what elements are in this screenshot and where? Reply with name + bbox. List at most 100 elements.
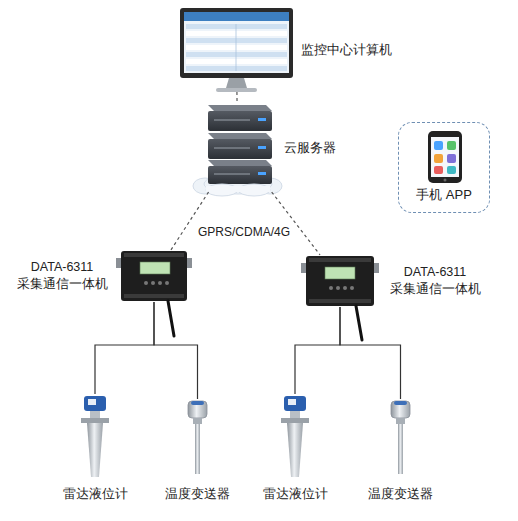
device-icon-part bbox=[356, 306, 362, 340]
server-icon-part bbox=[206, 186, 270, 192]
monitor-icon-part bbox=[186, 31, 287, 36]
server-node: 云服务器 bbox=[199, 103, 276, 192]
temperature-transmitter-icon-part bbox=[193, 418, 202, 424]
server-icon-part bbox=[208, 105, 272, 111]
temperature-transmitter-icon-part bbox=[188, 401, 207, 418]
temperature-transmitter-icon-part bbox=[396, 418, 405, 424]
node-label: 温度变送器 bbox=[368, 486, 433, 503]
phone-icon-part bbox=[428, 131, 462, 183]
monitor-icon-part bbox=[186, 45, 287, 50]
node-label: 云服务器 bbox=[284, 139, 336, 157]
sensor-node: 雷达液位计 bbox=[280, 394, 310, 478]
server-icon-part bbox=[208, 133, 272, 139]
sensor-node: 雷达液位计 bbox=[80, 394, 110, 478]
radar-gauge-icon-part bbox=[284, 396, 306, 411]
network-label: GPRS/CDMA/4G bbox=[196, 225, 292, 239]
server-icon bbox=[193, 105, 282, 196]
monitor-icon-part bbox=[186, 59, 287, 64]
device-icon-part bbox=[144, 281, 148, 285]
radar-gauge-icon-part bbox=[290, 411, 300, 418]
server-icon-part bbox=[214, 173, 250, 175]
node-label: 监控中心计算机 bbox=[301, 41, 392, 59]
server-icon-part bbox=[258, 172, 266, 175]
radar-gauge-icon-part bbox=[287, 423, 303, 477]
monitor-icon-part bbox=[236, 24, 237, 71]
network-link bbox=[236, 92, 237, 103]
phone-icon-part bbox=[431, 137, 459, 177]
network-link bbox=[272, 192, 320, 255]
device-icon-part bbox=[121, 251, 187, 301]
monitor-icon-part bbox=[186, 66, 287, 71]
temperature-transmitter-icon-part bbox=[398, 424, 403, 474]
temperature-transmitter-icon-part bbox=[391, 401, 410, 418]
node-label: 手机 APP bbox=[399, 186, 489, 204]
device-icon-part bbox=[350, 286, 354, 290]
device-icon-part bbox=[124, 294, 184, 298]
server-icon-part bbox=[208, 160, 272, 166]
wire-line bbox=[95, 302, 154, 394]
node-label: 温度变送器 bbox=[165, 486, 230, 503]
phone-icon-part bbox=[447, 166, 456, 174]
radar-gauge-icon bbox=[81, 396, 109, 477]
device-icon-part bbox=[165, 281, 169, 285]
radar-gauge-icon-part bbox=[87, 423, 103, 477]
temperature-transmitter-icon-part bbox=[195, 424, 200, 474]
server-icon-part bbox=[208, 111, 272, 131]
wire-line bbox=[295, 307, 340, 394]
radar-gauge-icon bbox=[281, 396, 309, 477]
monitor-icon-part bbox=[216, 88, 257, 92]
temperature-transmitter-icon bbox=[391, 401, 410, 474]
radar-gauge-icon-part bbox=[81, 418, 109, 423]
node-label: 雷达液位计 bbox=[63, 486, 128, 503]
monitor-icon-part bbox=[226, 78, 247, 88]
server-icon-part bbox=[208, 166, 272, 184]
server-icon-part bbox=[214, 119, 250, 121]
device-icon-part bbox=[306, 256, 374, 306]
device-icon-part bbox=[336, 286, 340, 290]
device-node: DATA-6311 采集通信一体机 bbox=[120, 250, 188, 302]
device-icon-part bbox=[140, 262, 170, 274]
device-icon-part bbox=[151, 281, 155, 285]
device-icon-part bbox=[309, 299, 371, 303]
network-link bbox=[171, 192, 209, 250]
temperature-transmitter-icon-part bbox=[191, 401, 204, 405]
wire-line bbox=[154, 302, 198, 399]
radar-gauge-icon-part bbox=[90, 411, 100, 418]
node-label: 雷达液位计 bbox=[263, 486, 328, 503]
node-label: DATA-6311 采集通信一体机 bbox=[389, 264, 481, 298]
monitor-icon-part bbox=[184, 12, 289, 73]
sensor-node: 温度变送器 bbox=[185, 399, 210, 475]
node-label: DATA-6311 采集通信一体机 bbox=[16, 259, 108, 293]
radar-gauge-icon-part bbox=[88, 399, 96, 405]
phone-icon-part bbox=[434, 166, 443, 174]
device-icon-part bbox=[329, 286, 333, 290]
phone-icon-part bbox=[444, 179, 447, 182]
device-icon-part bbox=[325, 267, 355, 279]
radar-gauge-icon-part bbox=[281, 418, 309, 423]
app-box: 手机 APP bbox=[398, 122, 490, 213]
monitor-icon-part bbox=[186, 38, 287, 43]
phone-icon-part bbox=[447, 154, 456, 163]
phone-icon-part bbox=[434, 141, 443, 150]
computer-node: 监控中心计算机 bbox=[180, 8, 293, 92]
radar-gauge-icon-part bbox=[84, 396, 106, 411]
sensor-node: 温度变送器 bbox=[388, 399, 413, 475]
device-icon-part bbox=[168, 301, 174, 336]
monitor-icon-part bbox=[186, 52, 287, 57]
radar-gauge-icon-part bbox=[288, 399, 296, 405]
device-icon-part bbox=[309, 258, 371, 262]
phone-icon bbox=[428, 131, 462, 183]
device-icon-part bbox=[158, 281, 162, 285]
monitor-icon-part bbox=[184, 12, 289, 21]
server-icon-part bbox=[258, 146, 266, 149]
wire-line bbox=[340, 307, 401, 399]
phone-icon-part bbox=[447, 141, 456, 150]
server-icon-part bbox=[208, 139, 272, 159]
server-icon-part bbox=[258, 118, 266, 121]
monitor-icon-part bbox=[180, 8, 293, 78]
temperature-transmitter-icon-part bbox=[394, 401, 407, 405]
server-icon-part bbox=[214, 147, 250, 149]
monitor-icon bbox=[180, 8, 293, 92]
device-icon-part bbox=[124, 253, 184, 257]
